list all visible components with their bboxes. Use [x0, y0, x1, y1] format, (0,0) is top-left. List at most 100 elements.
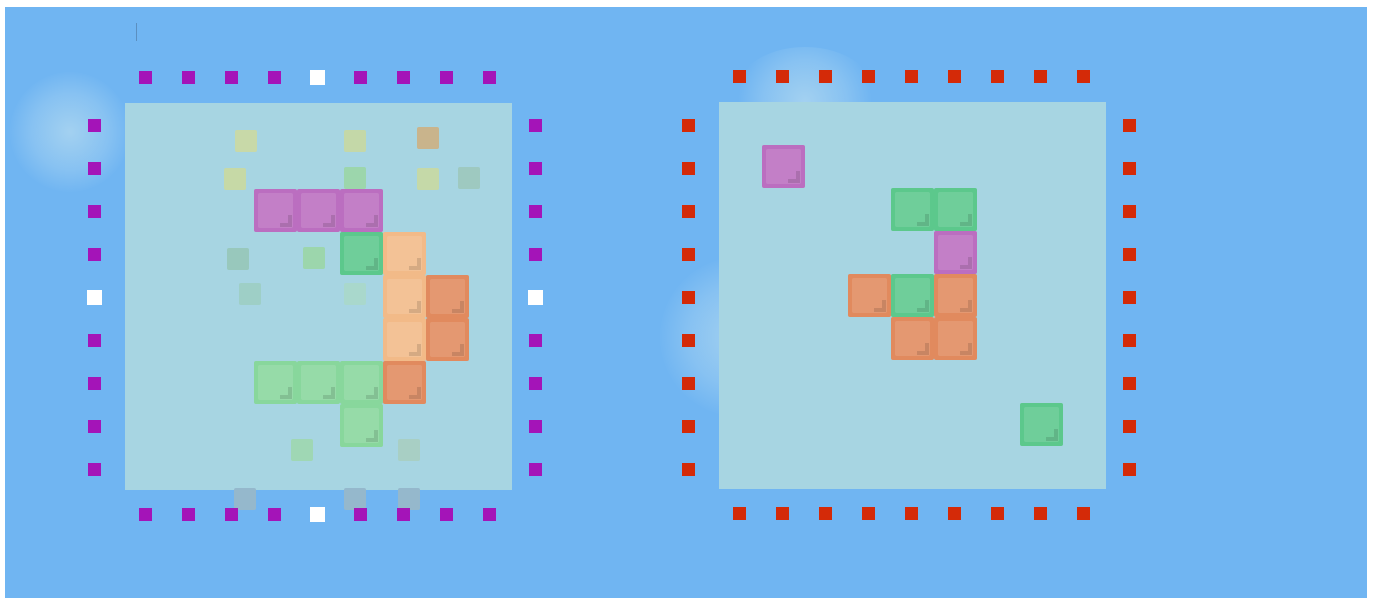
block-lightgreen[interactable] — [254, 361, 297, 404]
block-green[interactable] — [891, 188, 934, 231]
border-dot-top — [1077, 70, 1090, 83]
hint-tile — [227, 248, 249, 270]
border-dot-top — [268, 71, 281, 84]
block-lightorange[interactable] — [383, 318, 426, 361]
right-game-board[interactable] — [719, 102, 1106, 489]
block-green[interactable] — [1020, 403, 1063, 446]
left-game-board[interactable] — [125, 103, 512, 490]
border-dot-bottom — [948, 507, 961, 520]
block-purple[interactable] — [340, 189, 383, 232]
block-orange[interactable] — [891, 317, 934, 360]
block-orange[interactable] — [426, 275, 469, 318]
border-dot-bottom — [354, 508, 367, 521]
block-purple[interactable] — [762, 145, 805, 188]
block-purple[interactable] — [254, 189, 297, 232]
border-dot-left — [682, 119, 695, 132]
border-dot-left — [682, 205, 695, 218]
border-dot-bottom — [483, 508, 496, 521]
block-lightgreen[interactable] — [340, 404, 383, 447]
border-dot-left — [682, 420, 695, 433]
hint-tile — [417, 127, 439, 149]
border-dot-bottom — [776, 507, 789, 520]
border-dot-right — [529, 119, 542, 132]
block-lightorange[interactable] — [383, 275, 426, 318]
hint-tile — [291, 439, 313, 461]
border-dot-left — [682, 291, 695, 304]
text-cursor — [136, 23, 137, 41]
hint-tile — [344, 130, 366, 152]
block-orange[interactable] — [934, 274, 977, 317]
border-dot-right — [529, 377, 542, 390]
border-dot-left — [87, 290, 102, 305]
block-lightgreen[interactable] — [297, 361, 340, 404]
block-lightgreen[interactable] — [340, 361, 383, 404]
border-dot-bottom — [733, 507, 746, 520]
block-purple[interactable] — [934, 231, 977, 274]
border-dot-right — [529, 162, 542, 175]
border-dot-right — [1123, 205, 1136, 218]
block-orange[interactable] — [848, 274, 891, 317]
border-dot-left — [682, 248, 695, 261]
border-dot-right — [528, 290, 543, 305]
hint-tile — [398, 488, 420, 510]
border-dot-right — [1123, 377, 1136, 390]
border-dot-top — [1034, 70, 1047, 83]
block-green[interactable] — [340, 232, 383, 275]
border-dot-bottom — [1034, 507, 1047, 520]
hint-tile — [239, 283, 261, 305]
border-dot-right — [1123, 463, 1136, 476]
hint-tile — [235, 130, 257, 152]
border-dot-right — [1123, 420, 1136, 433]
border-dot-top — [905, 70, 918, 83]
hint-tile — [344, 283, 366, 305]
border-dot-right — [529, 248, 542, 261]
border-dot-bottom — [819, 507, 832, 520]
border-dot-left — [88, 162, 101, 175]
border-dot-top — [776, 70, 789, 83]
border-dot-top — [182, 71, 195, 84]
block-orange[interactable] — [383, 361, 426, 404]
border-dot-bottom — [440, 508, 453, 521]
border-dot-right — [1123, 119, 1136, 132]
block-orange[interactable] — [426, 318, 469, 361]
hint-tile — [224, 168, 246, 190]
border-dot-top — [948, 70, 961, 83]
border-dot-left — [88, 377, 101, 390]
block-lightorange[interactable] — [383, 232, 426, 275]
block-orange[interactable] — [934, 317, 977, 360]
border-dot-left — [88, 463, 101, 476]
hint-tile — [344, 167, 366, 189]
light-glow — [10, 72, 130, 192]
border-dot-top — [225, 71, 238, 84]
border-dot-left — [682, 377, 695, 390]
border-dot-top — [440, 71, 453, 84]
border-dot-left — [88, 119, 101, 132]
border-dot-left — [88, 420, 101, 433]
border-dot-bottom — [397, 508, 410, 521]
border-dot-left — [682, 162, 695, 175]
border-dot-top — [862, 70, 875, 83]
border-dot-left — [88, 334, 101, 347]
border-dot-right — [529, 463, 542, 476]
block-green[interactable] — [891, 274, 934, 317]
border-dot-bottom — [182, 508, 195, 521]
hint-tile — [398, 439, 420, 461]
border-dot-left — [682, 334, 695, 347]
border-dot-bottom — [1077, 507, 1090, 520]
hint-tile — [344, 488, 366, 510]
block-purple[interactable] — [297, 189, 340, 232]
border-dot-bottom — [225, 508, 238, 521]
border-dot-right — [529, 334, 542, 347]
border-dot-bottom — [139, 508, 152, 521]
border-dot-top — [819, 70, 832, 83]
border-dot-top — [733, 70, 746, 83]
border-dot-top — [483, 71, 496, 84]
border-dot-bottom — [991, 507, 1004, 520]
border-dot-right — [1123, 334, 1136, 347]
border-dot-top — [354, 71, 367, 84]
block-green[interactable] — [934, 188, 977, 231]
game-canvas[interactable] — [5, 7, 1367, 598]
border-dot-right — [1123, 291, 1136, 304]
border-dot-top — [991, 70, 1004, 83]
hint-tile — [234, 488, 256, 510]
